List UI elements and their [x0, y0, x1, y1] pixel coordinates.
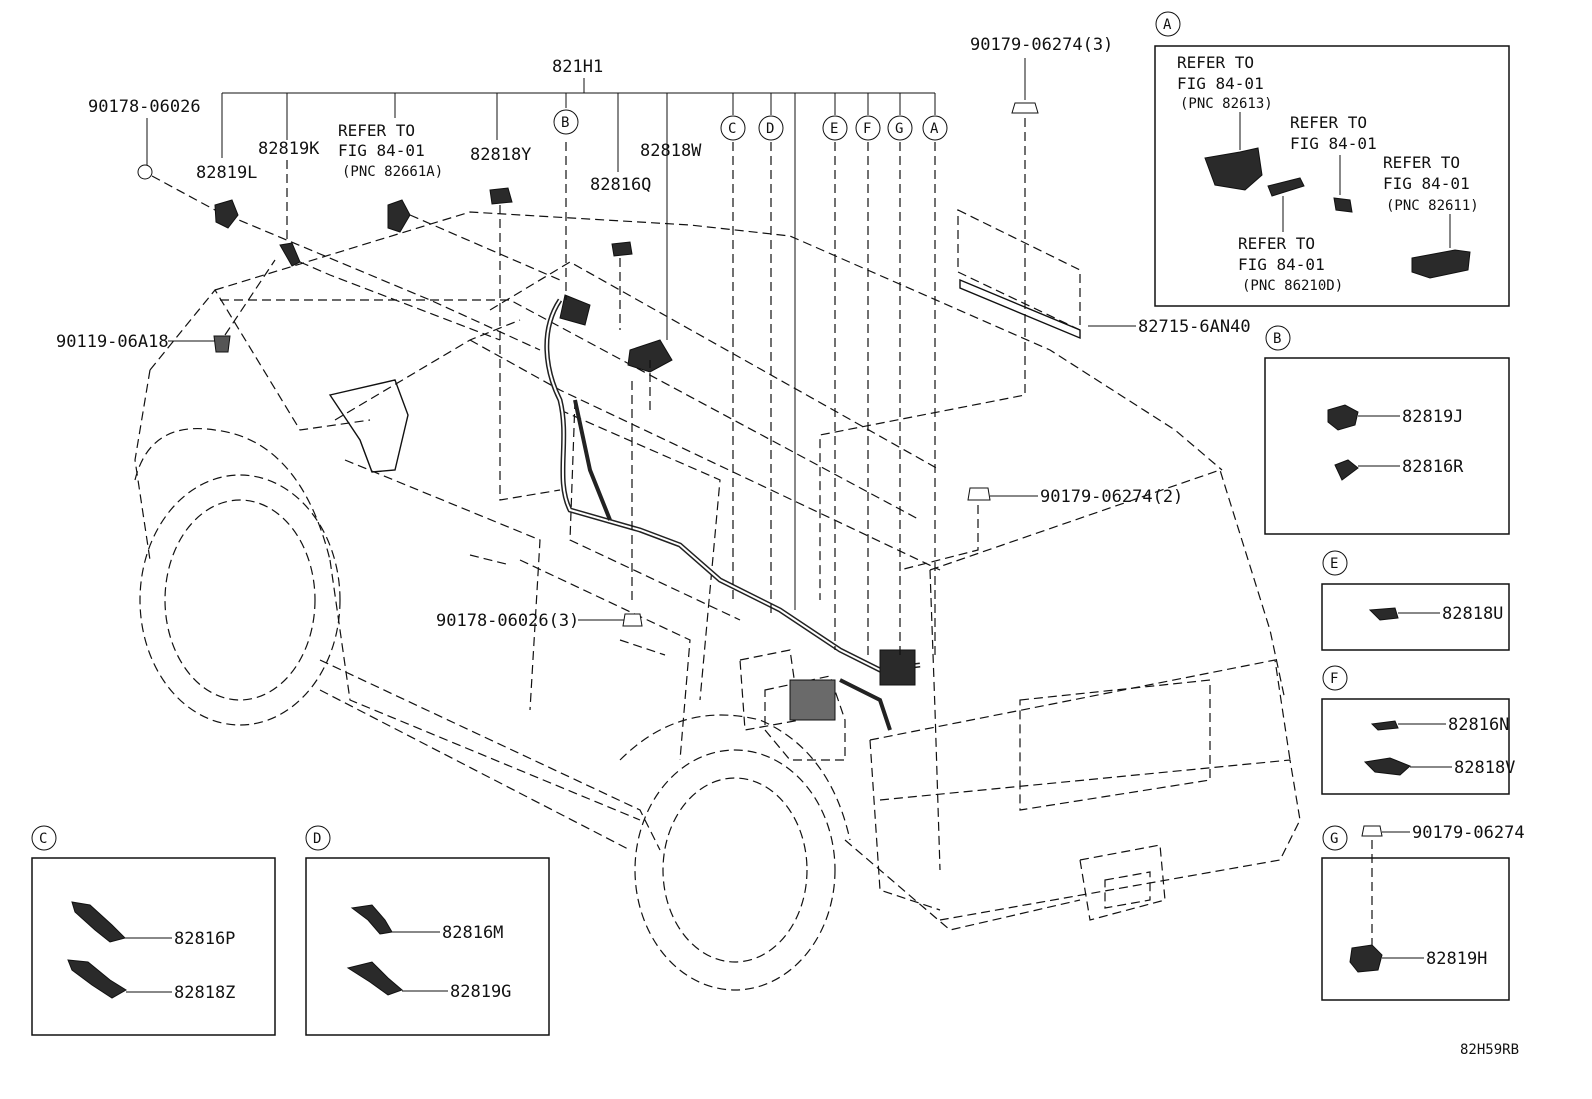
detail-E: E 82818U: [1321, 550, 1510, 651]
callout-D: D: [766, 121, 774, 137]
detail-G-clip-90179-06274: 90179-06274: [1412, 823, 1525, 843]
assembly-821H1-leaders: 821H1: [221, 57, 936, 660]
label-82819K: 82819K: [258, 139, 320, 159]
detail-A-ref1-l3: (PNC 82613): [1180, 96, 1273, 112]
diagram-code: 82H59RB: [1460, 1042, 1519, 1058]
callout-G: G: [895, 121, 903, 137]
detail-A-ref4-l3: (PNC 86210D): [1242, 278, 1343, 294]
label-82818W: 82818W: [640, 141, 702, 161]
detail-A-ref2-l1: REFER TO: [1290, 113, 1367, 132]
wire-harness: [544, 294, 921, 731]
detail-A-ref3-l1: REFER TO: [1383, 153, 1460, 172]
label-82816Q: 82816Q: [590, 175, 651, 195]
detail-A-ref3-l3: (PNC 82611): [1386, 198, 1479, 214]
callout-A: A: [930, 121, 939, 137]
detail-E-part-82818U: 82818U: [1442, 604, 1503, 624]
assembly-821H1-label: 821H1: [552, 57, 603, 77]
detail-A-ref1-l2: FIG 84-01: [1177, 74, 1264, 93]
detail-E-letter: E: [1330, 556, 1338, 572]
detail-F-part-82818V: 82818V: [1454, 758, 1515, 778]
callout-F: F: [863, 121, 871, 137]
ref-main-line1: REFER TO: [338, 121, 415, 140]
detail-A-ref1-l1: REFER TO: [1177, 53, 1254, 72]
detail-A-letter: A: [1163, 17, 1172, 33]
vehicle-outline: [134, 211, 1301, 991]
detail-A-ref4-l1: REFER TO: [1238, 234, 1315, 253]
detail-G-part-82819H: 82819H: [1426, 949, 1487, 969]
main-part-labels: 90178-06026 82819L 82819K REFER TO FIG 8…: [56, 35, 1251, 631]
detail-D-part-82819G: 82819G: [450, 982, 511, 1002]
label-90178-06026-3: 90178-06026(3): [436, 611, 579, 631]
label-90119-06A18: 90119-06A18: [56, 332, 169, 352]
detail-A-ref4-l2: FIG 84-01: [1238, 255, 1325, 274]
label-90178-06026: 90178-06026: [88, 97, 201, 117]
detail-B-part-82816R: 82816R: [1402, 457, 1464, 477]
label-82819L: 82819L: [196, 163, 257, 183]
detail-A-ref3-l2: FIG 84-01: [1383, 174, 1470, 193]
label-90179-06274-3: 90179-06274(3): [970, 35, 1113, 55]
callout-B: B: [561, 115, 569, 131]
detail-C-part-82818Z: 82818Z: [174, 983, 235, 1003]
detail-A-ref2-l2: FIG 84-01: [1290, 134, 1377, 153]
detail-B-part-82819J: 82819J: [1402, 407, 1463, 427]
detail-D-letter: D: [313, 831, 321, 847]
ref-main-line3: (PNC 82661A): [342, 164, 443, 180]
detail-G-letter: G: [1330, 831, 1338, 847]
detail-B-letter: B: [1273, 331, 1281, 347]
detail-B: B 82819J 82816R: [1264, 325, 1510, 535]
callout-circles: B C D E F G A: [553, 109, 948, 141]
detail-D-part-82816M: 82816M: [442, 923, 503, 943]
detail-G: G 90179-06274 82819H: [1321, 823, 1525, 1001]
detail-C-part-82816P: 82816P: [174, 929, 235, 949]
label-90179-06274-2: 90179-06274(2): [1040, 487, 1183, 507]
detail-D: D 82816M 82819G: [305, 825, 550, 1036]
detail-F-part-82816N: 82816N: [1448, 715, 1509, 735]
detail-F-letter: F: [1330, 671, 1338, 687]
detail-F: F 82816N 82818V: [1321, 665, 1515, 795]
callout-C: C: [728, 121, 736, 137]
label-82715-6AN40: 82715-6AN40: [1138, 317, 1251, 337]
ref-main-line2: FIG 84-01: [338, 141, 425, 160]
label-82818Y: 82818Y: [470, 145, 531, 165]
detail-C: C 82816P 82818Z: [31, 825, 276, 1036]
detail-A: A REFER TO FIG 84-01 (PNC 82613) REFER T…: [1154, 11, 1510, 307]
callout-E: E: [830, 121, 838, 137]
detail-C-letter: C: [39, 831, 47, 847]
